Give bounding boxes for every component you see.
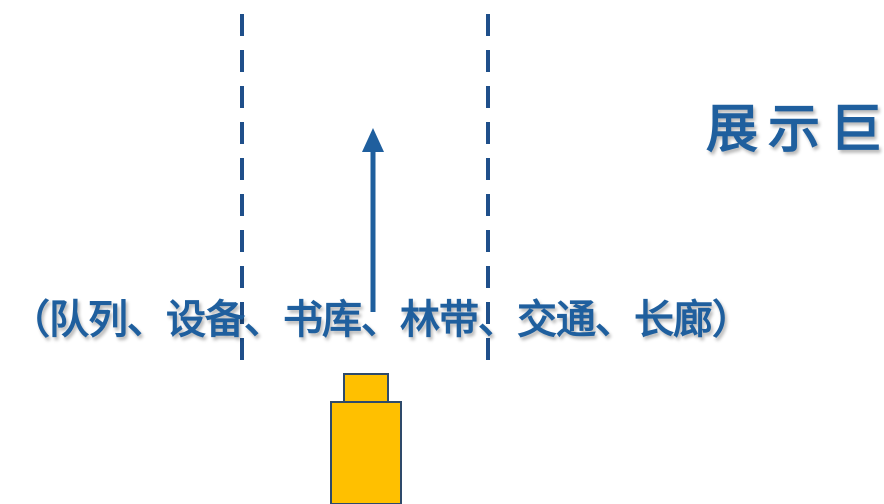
page-title: 展示巨 [706, 99, 884, 160]
caption-text: （队列、设备、书库、林带、交通、长廊） [10, 296, 752, 343]
up-arrow-icon [362, 128, 384, 312]
yellow-block-shape [330, 373, 402, 504]
